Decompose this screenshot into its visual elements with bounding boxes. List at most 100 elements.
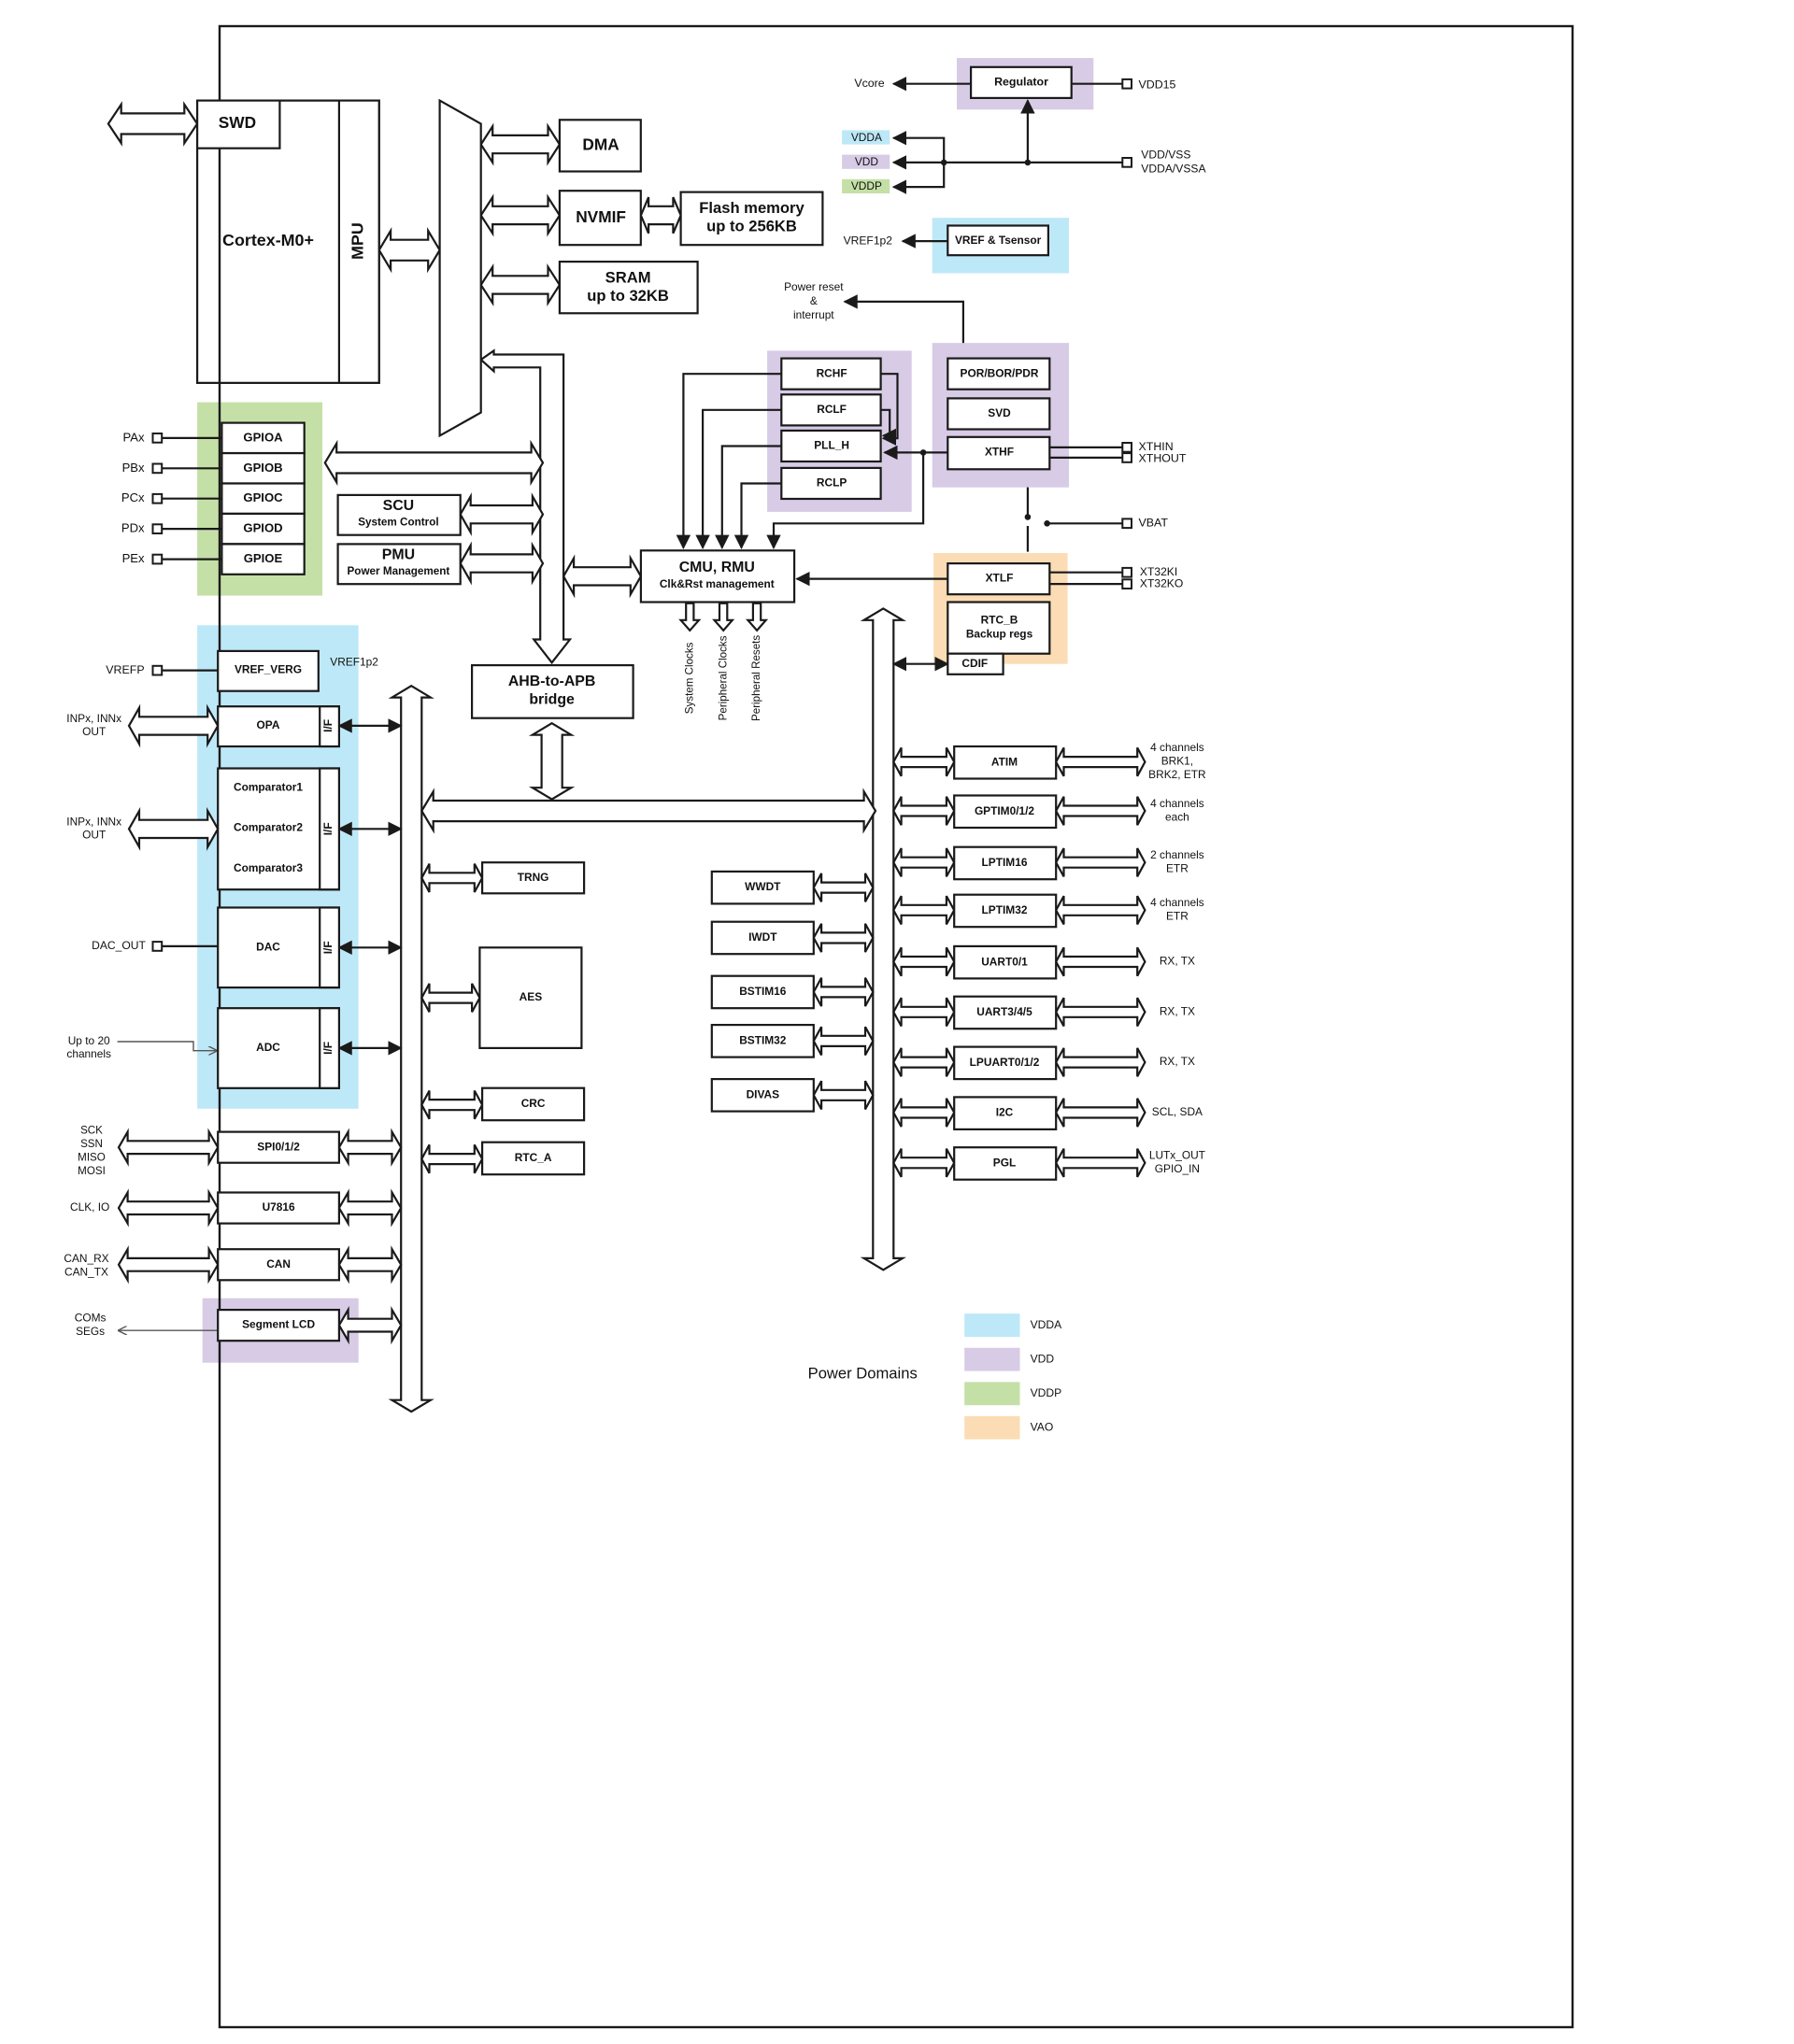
bstim16-to-apb-bus <box>812 977 875 1007</box>
bridge-to-apb-bus <box>528 721 576 801</box>
aes-to-apb-bus <box>420 983 481 1013</box>
uart0-1-to-apb-bus <box>892 946 956 977</box>
gpio-block-gpioc <box>221 482 306 516</box>
power-reset-label-line-2: & <box>810 294 818 307</box>
i2c-to-apb-bus <box>892 1098 956 1128</box>
nvmif-label: NVMIF <box>576 207 626 226</box>
svd-label: SVD <box>988 406 1011 419</box>
lptim16-to-apb-bus <box>892 847 956 877</box>
pin-markers <box>151 78 1133 952</box>
cmu-output-arrow-3 <box>745 602 769 632</box>
swd-label: SWD <box>219 113 256 132</box>
timer-block-lpuart0-1-2 <box>953 1045 1058 1081</box>
mpu-block <box>337 99 380 384</box>
cortex-label: Cortex-M0+ <box>222 231 314 249</box>
node-vdd-split <box>940 159 947 166</box>
spi-pin-label-line-4: MOSI <box>78 1165 106 1177</box>
vdd-vss-label-line-2: VDDA/VSSA <box>1141 163 1206 176</box>
comp-if <box>319 767 341 891</box>
timer-label-lptim32: LPTIM32 <box>982 903 1028 916</box>
pmu-to-ahb-bus <box>459 541 545 586</box>
timer-label-lpuart0-1-2: LPUART0/1/2 <box>970 1056 1040 1069</box>
adc-label: ADC <box>256 1041 280 1054</box>
functional-blocks <box>196 65 1073 1342</box>
bstim16-label: BSTIM16 <box>739 985 787 998</box>
can-to-apb-bus <box>337 1245 403 1285</box>
matrix-to-dma-bus <box>479 122 562 166</box>
lpuart0-1-2-pin-bus <box>1054 1047 1146 1077</box>
regulator-block <box>969 65 1073 100</box>
gpio-label-gpiob: GPIOB <box>243 461 282 475</box>
power-reset-label-line-1: Power reset <box>784 280 844 293</box>
spi-block <box>217 1130 340 1164</box>
lptim32-to-apb-bus <box>892 895 956 926</box>
dac-label: DAC <box>256 940 280 953</box>
u7816-to-apb-bus <box>337 1188 403 1228</box>
timer-label-uart0-1: UART0/1 <box>981 955 1028 968</box>
spi-pin-label-line-3: MISO <box>78 1152 106 1164</box>
gptim0-1-2-to-apb-bus <box>892 796 956 826</box>
divas-label: DIVAS <box>747 1087 780 1100</box>
flash-label-line-1: Flash memory <box>699 199 804 217</box>
divas-block <box>710 1077 815 1113</box>
comp-pin-label-line-2: OUT <box>82 828 106 841</box>
lcd-pin-label-line-1: COMs <box>75 1312 107 1325</box>
rclp-label: RCLP <box>817 476 847 490</box>
node-xthf <box>919 449 927 456</box>
rtc-a-label: RTC_A <box>515 1151 552 1164</box>
iwdt-block <box>710 920 815 956</box>
timer-pins-i2c: SCL, SDA <box>1152 1105 1203 1118</box>
pin-vdd-vss <box>1121 157 1133 168</box>
timer-block-i2c <box>953 1096 1058 1131</box>
scu-block <box>336 493 462 536</box>
gpio-label-gpiod: GPIOD <box>243 521 282 535</box>
crc-to-apb-bus <box>420 1089 484 1120</box>
adc-pin-label-line-1: Up to 20 <box>68 1034 110 1047</box>
vddp-branch <box>891 162 946 194</box>
pin-pdx <box>151 523 164 534</box>
spi-label: SPI0/1/2 <box>257 1140 300 1153</box>
lptim16-pin-bus <box>1054 847 1146 877</box>
iwdt-label: IWDT <box>748 930 777 944</box>
sram-label-line-1: SRAM <box>605 268 651 286</box>
xthin-label: XTHIN <box>1139 440 1174 453</box>
gpio-label-gpioa: GPIOA <box>243 430 283 444</box>
legend-label-vao: VAO <box>1031 1421 1054 1434</box>
pll-h-label: PLL_H <box>814 439 849 452</box>
timer-block-pgl <box>953 1146 1058 1181</box>
pin-pcx <box>151 492 164 504</box>
apb-right-bus <box>860 607 906 1271</box>
pin-pax <box>151 433 164 444</box>
legend-swatch-vdda <box>964 1313 1020 1337</box>
timer-block-atim <box>953 745 1058 780</box>
swd-block <box>196 99 281 149</box>
timer-label-uart3-4-5: UART3/4/5 <box>976 1005 1032 1018</box>
svd-block <box>947 397 1051 431</box>
matrix-to-ahb-bus <box>478 348 573 665</box>
can-pin-bus <box>117 1245 220 1285</box>
pll-h-block <box>780 429 882 463</box>
flash-label-line-2: up to 256KB <box>706 217 797 234</box>
xthf-to-cmu <box>766 452 925 550</box>
xthf-block <box>947 435 1051 471</box>
vref-verg-block <box>217 649 320 692</box>
opa-label: OPA <box>257 718 280 731</box>
uart3-4-5-pin-bus <box>1054 997 1146 1028</box>
trng-label: TRNG <box>518 871 549 884</box>
vref1p2-input-label: VREF1p2 <box>330 655 378 668</box>
i2c-pin-bus <box>1054 1098 1146 1128</box>
opa-if-label: I/F <box>321 719 335 732</box>
pin-xthin <box>1121 442 1133 453</box>
bus-matrix <box>438 98 482 438</box>
matrix-to-nvmif-bus <box>479 193 562 237</box>
crc-block <box>480 1086 586 1122</box>
can-label: CAN <box>266 1257 291 1270</box>
timer-pins-atim-line-3: BRK2, ETR <box>1148 768 1206 781</box>
bus-arrows <box>107 101 1146 1413</box>
dma-label: DMA <box>582 135 619 153</box>
legend-title: Power Domains <box>808 1364 918 1382</box>
regulator-label: Regulator <box>994 76 1048 89</box>
scu-label-line-1: SCU <box>383 498 415 514</box>
vdd-vss-label-line-1: VDD/VSS <box>1141 149 1190 162</box>
xthf-label: XTHF <box>985 446 1014 459</box>
